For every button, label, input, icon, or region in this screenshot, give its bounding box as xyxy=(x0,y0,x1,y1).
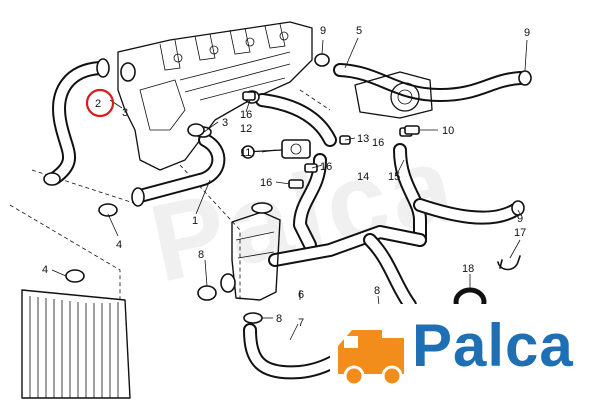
callout-15: 15 xyxy=(388,171,400,183)
radiator xyxy=(21,289,131,399)
callout-2: 2 xyxy=(95,98,101,110)
callout-16b: 16 xyxy=(320,161,332,173)
highlight-circle xyxy=(85,88,115,118)
callout-11: 11 xyxy=(240,147,251,159)
callout-8b: 8 xyxy=(374,285,380,297)
logo-text: Palca xyxy=(412,312,574,379)
callout-9a: 9 xyxy=(320,25,326,37)
callout-labels: 2 3 3 1 4 4 5 9 9 9 10 12 11 13 14 15 16… xyxy=(42,25,530,329)
callout-9b: 9 xyxy=(524,27,530,39)
clamp-17 xyxy=(497,255,521,271)
callout-9c: 9 xyxy=(517,213,523,225)
hose-5 xyxy=(314,53,532,102)
hose-6 xyxy=(268,225,427,267)
hose-2 xyxy=(43,58,110,186)
valve-11 xyxy=(241,139,311,159)
clamps-4 xyxy=(65,203,118,283)
callout-16a: 16 xyxy=(240,109,252,121)
callout-17: 17 xyxy=(514,227,526,239)
callout-3a: 3 xyxy=(122,107,128,119)
clamps-8 xyxy=(197,273,263,324)
hose-14 xyxy=(393,143,427,247)
expansion-tank xyxy=(231,202,281,301)
callout-14: 14 xyxy=(357,171,369,183)
callout-16d: 16 xyxy=(372,137,384,149)
callout-4a: 4 xyxy=(116,239,122,251)
callout-5: 5 xyxy=(356,25,362,37)
callout-16c: 16 xyxy=(260,177,272,189)
callout-12: 12 xyxy=(240,123,252,135)
callout-10: 10 xyxy=(442,125,454,137)
hose-12 xyxy=(244,90,337,147)
callout-18: 18 xyxy=(462,263,474,275)
engine-block xyxy=(117,21,313,171)
callout-6: 6 xyxy=(298,289,304,301)
callout-7: 7 xyxy=(298,317,304,329)
callout-3b: 3 xyxy=(222,117,228,129)
hose-9-right xyxy=(413,198,525,225)
callout-1: 1 xyxy=(192,215,198,227)
callout-8a: 8 xyxy=(198,249,204,261)
thermostat-housing xyxy=(354,71,433,119)
clamps-9 xyxy=(120,62,205,137)
leader-lines xyxy=(51,37,528,341)
callout-4b: 4 xyxy=(42,264,48,276)
hose-1 xyxy=(131,126,226,207)
callout-8c: 8 xyxy=(276,313,282,325)
fittings-16 xyxy=(242,91,420,189)
hose-15 xyxy=(293,153,327,252)
callout-13: 13 xyxy=(357,133,369,145)
